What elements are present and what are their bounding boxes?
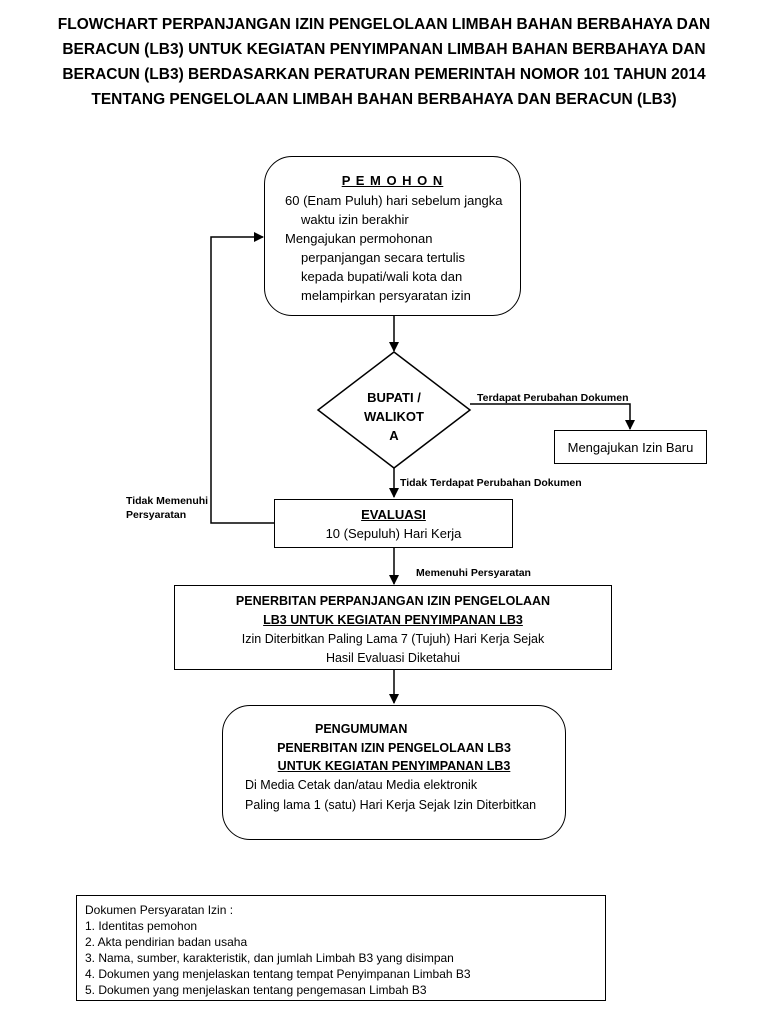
pemohon-line-6: melampirkan persyaratan izin	[301, 288, 471, 303]
penerbitan-line-4: Hasil Evaluasi Diketahui	[325, 651, 461, 665]
arrow-decision-to-izin-baru	[470, 403, 635, 430]
penerbitan-box: PENERBITAN PERPANJANGAN IZIN PENGELOLAAN…	[174, 585, 612, 670]
evaluasi-box: EVALUASI 10 (Sepuluh) Hari Kerja	[274, 499, 513, 548]
page-title: FLOWCHART PERPANJANGAN IZIN PENGELOLAAN …	[40, 12, 728, 112]
dokumen-persyaratan-box: Dokumen Persyaratan Izin : 1. Identitas …	[76, 895, 606, 1001]
dokumen-heading: Dokumen Persyaratan Izin :	[85, 903, 234, 917]
pengumuman-line-2: PENERBITAN IZIN PENGELOLAAN LB3	[277, 741, 511, 755]
label-tidak-terdapat-perubahan: Tidak Terdapat Perubahan Dokumen	[400, 477, 582, 489]
list-item: 3. Nama, sumber, karakteristik, dan juml…	[85, 951, 454, 965]
penerbitan-line-1: PENERBITAN PERPANJANGAN IZIN PENGELOLAAN	[235, 594, 551, 608]
label-tidak-memenuhi-line-1: Tidak Memenuhi	[126, 495, 209, 507]
decision-label: BUPATI / WALIKOT A	[344, 388, 444, 445]
pemohon-heading: P E M O H O N	[341, 173, 444, 188]
izin-baru-box: Mengajukan Izin Baru	[554, 430, 707, 464]
decision-line-1: BUPATI /	[367, 390, 421, 405]
title-line-1: FLOWCHART PERPANJANGAN IZIN PENGELOLAAN …	[57, 16, 711, 33]
penerbitan-line-3: Izin Diterbitkan Paling Lama 7 (Tujuh) H…	[241, 632, 545, 646]
pemohon-line-4: perpanjangan secara tertulis	[301, 250, 466, 265]
label-tidak-memenuhi-line-2: Persyaratan	[126, 509, 187, 521]
pengumuman-line-4: Di Media Cetak dan/atau Media elektronik	[245, 778, 478, 792]
list-item: 1. Identitas pemohon	[85, 919, 198, 933]
penerbitan-line-2: LB3 UNTUK KEGIATAN PENYIMPANAN LB3	[263, 613, 523, 627]
pemohon-box: P E M O H O N 60 (Enam Puluh) hari sebel…	[264, 156, 521, 316]
label-tidak-memenuhi: Tidak Memenuhi Persyaratan	[126, 494, 208, 522]
pengumuman-line-5: Paling lama 1 (satu) Hari Kerja Sejak Iz…	[245, 798, 537, 812]
title-line-4: TENTANG PENGELOLAAN LIMBAH BAHAN BERBAHA…	[91, 91, 677, 108]
pengumuman-box: PENGUMUMAN PENERBITAN IZIN PENGELOLAAN L…	[222, 705, 566, 840]
evaluasi-heading: EVALUASI	[361, 507, 426, 522]
decision-line-2: WALIKOT	[364, 409, 424, 424]
pengumuman-line-3: UNTUK KEGIATAN PENYIMPANAN LB3	[277, 759, 511, 773]
pemohon-line-2: waktu izin berakhir	[301, 212, 409, 227]
list-item: 5. Dokumen yang menjelaskan tentang peng…	[85, 983, 427, 997]
label-memenuhi-persyaratan: Memenuhi Persyaratan	[416, 567, 531, 579]
arrow-evaluasi-back-to-pemohon	[210, 232, 274, 524]
izin-baru-label: Mengajukan Izin Baru	[567, 440, 694, 455]
pemohon-line-1: 60 (Enam Puluh) hari sebelum jangka	[285, 193, 503, 208]
list-item: 2. Akta pendirian badan usaha	[85, 935, 248, 949]
pengumuman-line-1: PENGUMUMAN	[315, 722, 408, 736]
evaluasi-text: 10 (Sepuluh) Hari Kerja	[325, 526, 462, 541]
pemohon-line-3: Mengajukan permohonan	[285, 231, 433, 246]
list-item: 4. Dokumen yang menjelaskan tentang temp…	[85, 967, 471, 981]
title-line-2: BERACUN (LB3) UNTUK KEGIATAN PENYIMPANAN…	[62, 41, 706, 58]
dokumen-list: 1. Identitas pemohon 2. Akta pendirian b…	[85, 918, 605, 998]
title-line-3: BERACUN (LB3) BERDASARKAN PERATURAN PEME…	[62, 66, 706, 83]
pemohon-line-5: kepada bupati/wali kota dan	[301, 269, 463, 284]
decision-line-3: A	[389, 428, 399, 443]
label-terdapat-perubahan: Terdapat Perubahan Dokumen	[477, 392, 629, 404]
